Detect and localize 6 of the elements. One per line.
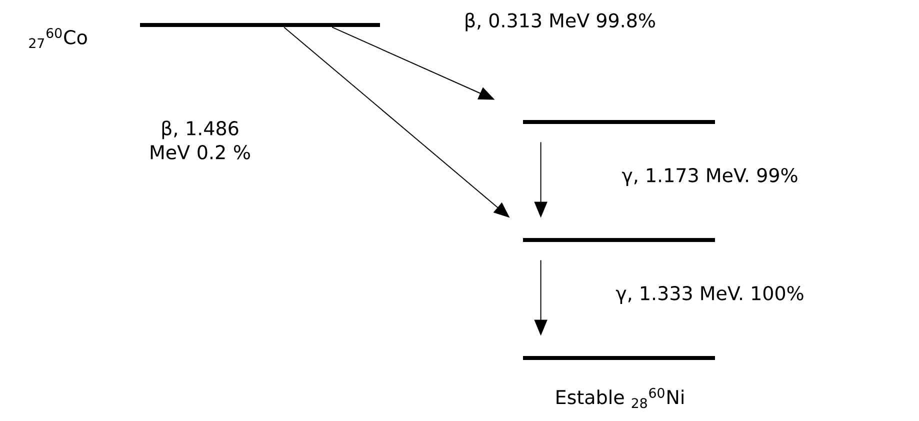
nuclide-label: Estable $_{28}$$^{60}$Ni: [556, 388, 684, 408]
edge-label: γ, 1.173 MeV. 99%: [622, 168, 798, 186]
edge-label: β, 0.313 MeV 99.8%: [466, 12, 655, 32]
nuclide-label: 27$^{60}$Co: [29, 28, 87, 48]
edge-label: γ, 1.333 MeV. 100%: [616, 286, 804, 304]
edge-label: β, 1.486 MeV 0.2 %: [150, 120, 250, 160]
